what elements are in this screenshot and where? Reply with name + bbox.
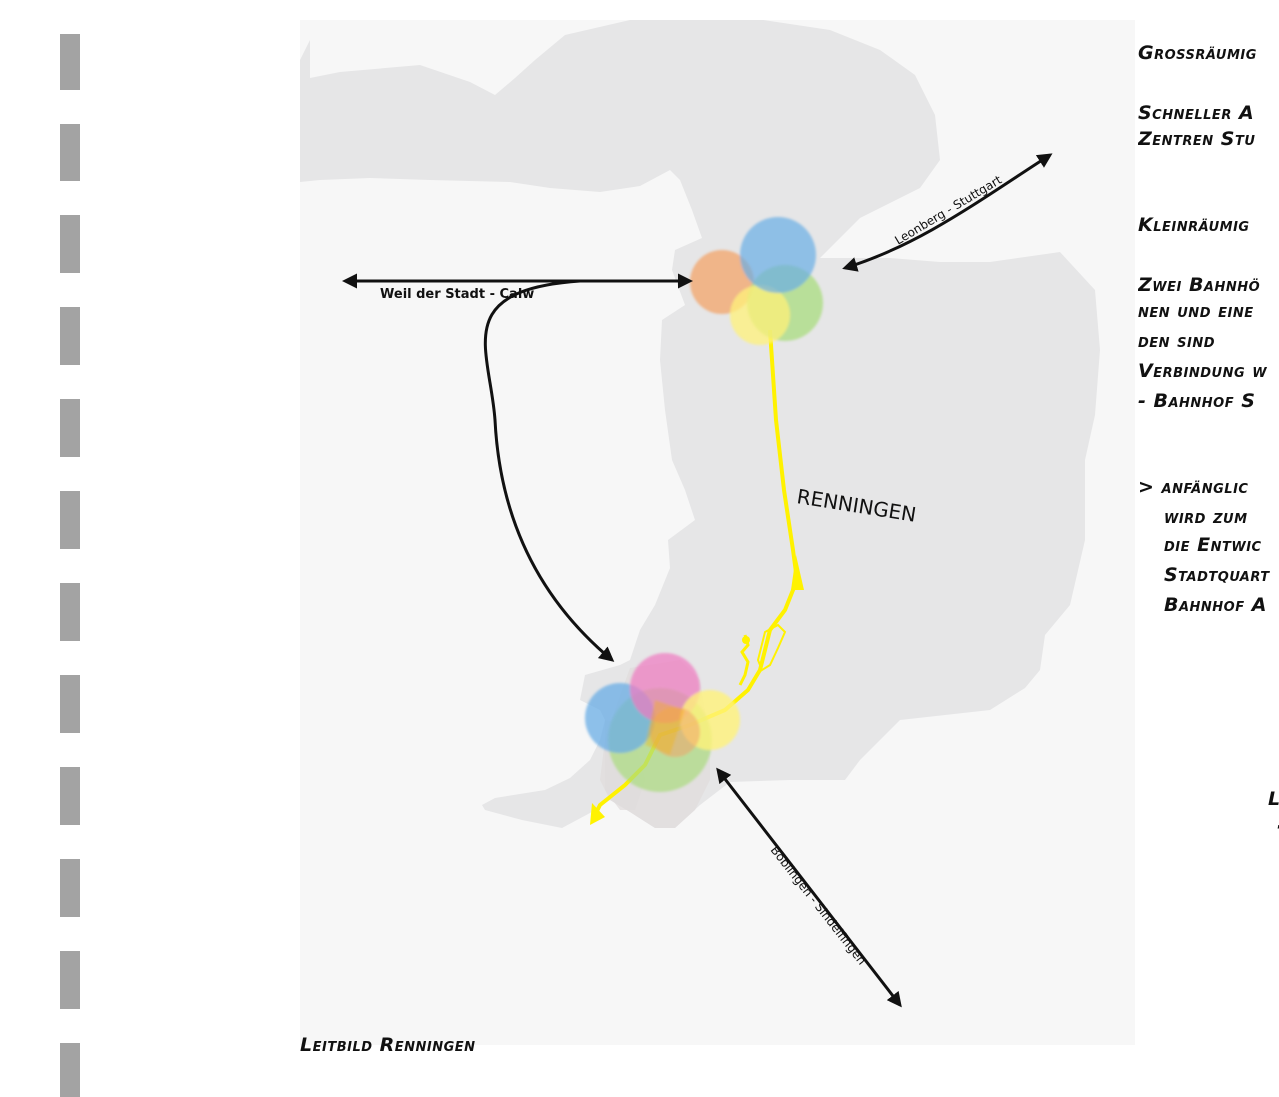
note-text: Zwei Bahnhö <box>1138 274 1261 296</box>
margin-dash <box>60 124 80 181</box>
map-svg: Weil der Stadt - Calw Leonberg - Stuttga… <box>300 20 1100 1008</box>
note-fragment: · <box>1276 814 1279 840</box>
note-text: Zentren Stu <box>1138 128 1256 150</box>
margin-dash <box>60 34 80 90</box>
margin-dash <box>60 215 80 273</box>
arrow-southeast <box>716 767 902 1008</box>
margin-dash <box>60 767 80 825</box>
note-heading-grossraeumig: Grossräumig <box>1138 42 1257 64</box>
margin-dash <box>60 859 80 917</box>
margin-dash <box>60 399 80 457</box>
arrow-curve <box>483 279 615 662</box>
margin-dash <box>60 491 80 549</box>
caption-leitbild: Leitbild Renningen <box>300 1034 476 1056</box>
arrows <box>342 153 1053 1008</box>
north-station-blobs <box>690 217 823 345</box>
note-text: > anfänglic <box>1138 476 1249 498</box>
notes-panel: Grossräumig Schneller A Zentren Stu Klei… <box>1138 0 1279 1097</box>
label-boeblingen: Böblingen - Sindelfingen <box>768 843 869 967</box>
map-panel: Weil der Stadt - Calw Leonberg - Stuttga… <box>300 20 1135 1045</box>
note-text: - Bahnhof S <box>1138 390 1256 412</box>
south-station-blobs <box>585 653 740 792</box>
arrow-northeast <box>842 153 1053 272</box>
note-fragment: L <box>1268 786 1279 812</box>
note-text: wird zum <box>1164 506 1248 528</box>
note-text: die Entwic <box>1164 534 1262 556</box>
margin-dash <box>60 1043 80 1097</box>
margin-dash <box>60 951 80 1009</box>
note-text: Stadtquart <box>1164 564 1270 586</box>
margin-dash <box>60 675 80 733</box>
note-text: Schneller A <box>1138 102 1255 124</box>
note-text: Verbindung w <box>1138 360 1268 382</box>
margin-dash <box>60 307 80 365</box>
note-text: den sind <box>1138 330 1216 352</box>
note-heading-kleinraeumig: Kleinräumig <box>1138 214 1250 236</box>
note-text: Bahnhof A <box>1164 594 1267 616</box>
label-weil-der-stadt: Weil der Stadt - Calw <box>380 287 534 302</box>
margin-dash <box>60 583 80 641</box>
note-text: nen und eine <box>1138 300 1254 322</box>
